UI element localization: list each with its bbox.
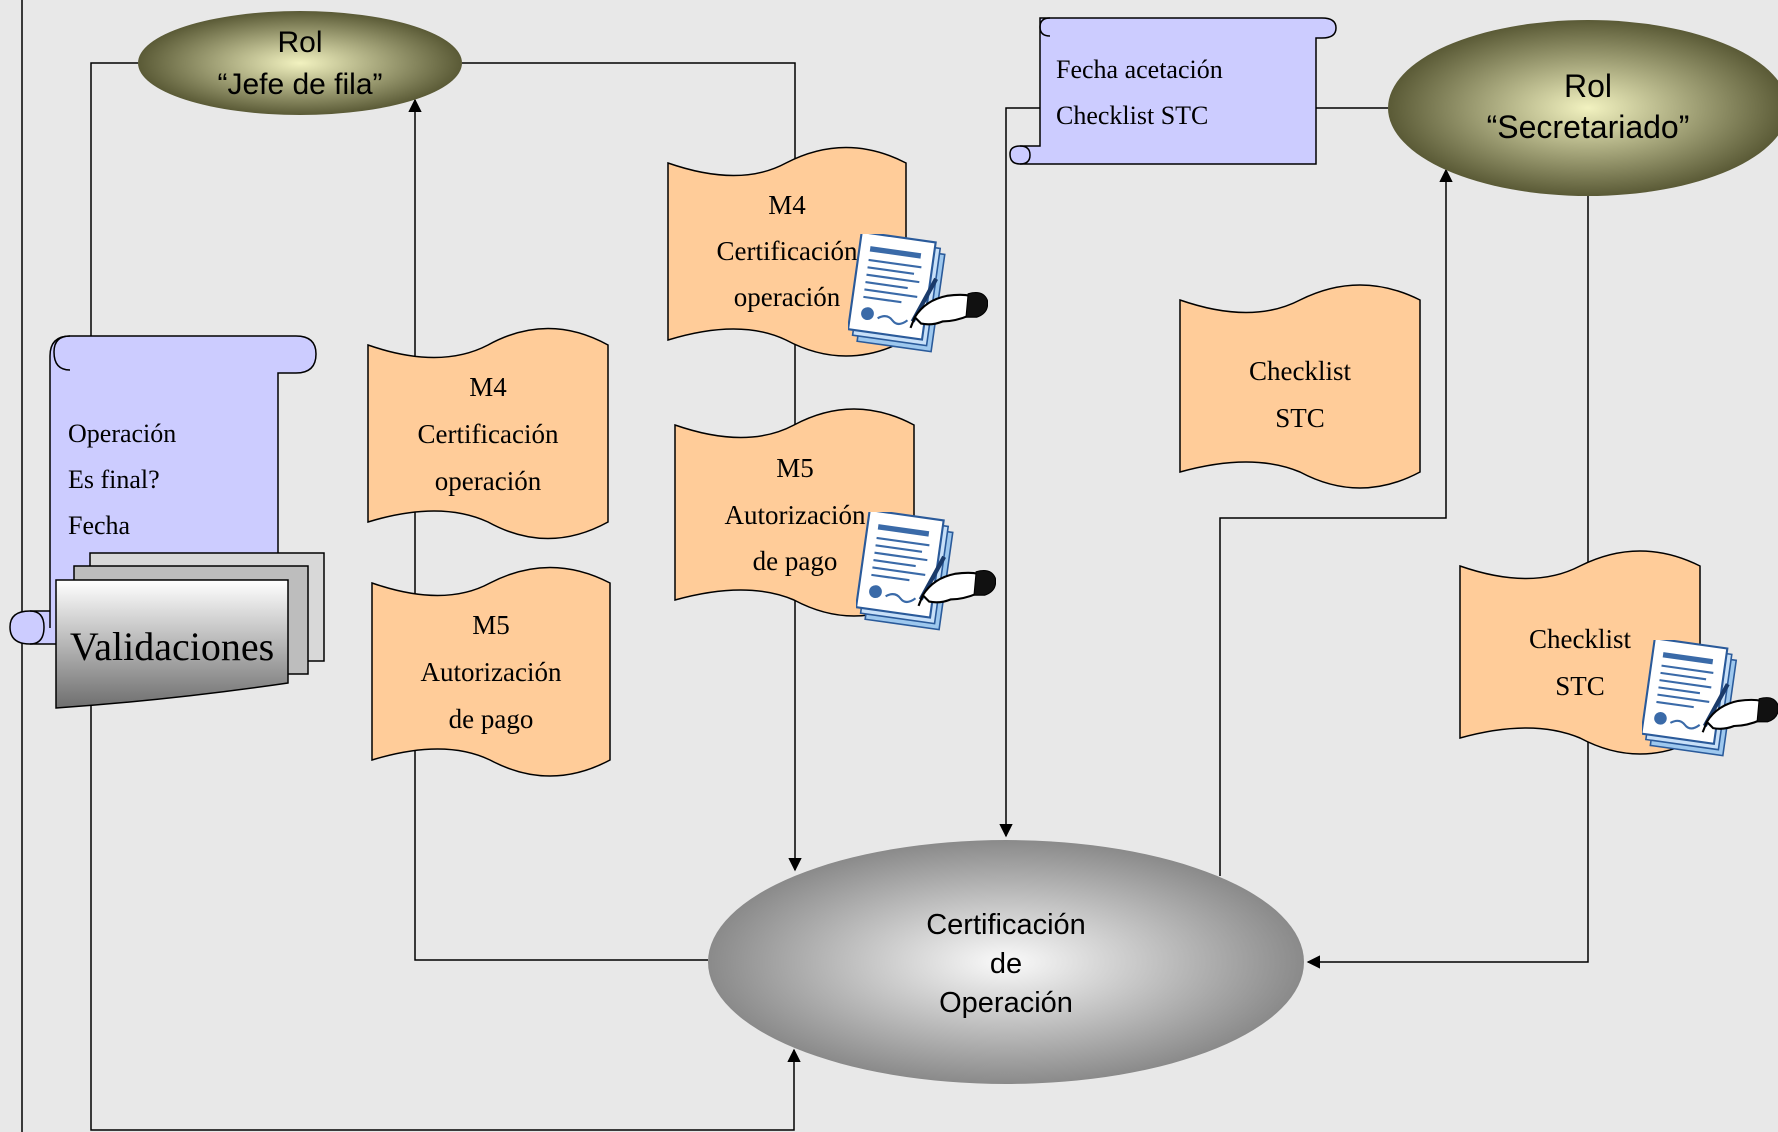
document-checklist-signed-line1: Checklist bbox=[1529, 624, 1631, 654]
certificacion-de-operacion: Certificación de Operación bbox=[708, 840, 1304, 1084]
document-m5-left: M5 Autorización de pago bbox=[371, 566, 611, 777]
document-m4-signed: M4 Certificación operación bbox=[667, 146, 988, 357]
document-m5-left-line1: M5 bbox=[472, 610, 510, 640]
document-m5-left-line2: Autorización bbox=[421, 657, 562, 687]
scroll-operacion-line1: Operación bbox=[68, 419, 176, 448]
validaciones-label: Validaciones bbox=[70, 624, 274, 669]
scroll-fecha-line1: Fecha acetación bbox=[1056, 55, 1223, 84]
document-m5-left-line3: de pago bbox=[449, 704, 534, 734]
document-m5-signed-line1: M5 bbox=[776, 453, 814, 483]
document-m4-signed-line1: M4 bbox=[768, 190, 806, 220]
connector-jefe-to-certificacion bbox=[90, 62, 801, 1131]
document-m4-left: M4 Certificación operación bbox=[367, 327, 609, 540]
scroll-operacion-line3: Fecha bbox=[68, 511, 131, 540]
document-checklist-signed-line2: STC bbox=[1555, 671, 1605, 701]
document-m4-left-line2: Certificación bbox=[418, 419, 559, 449]
connector-scroll-to-certificacion bbox=[999, 107, 1040, 838]
center-line2: de bbox=[990, 948, 1022, 980]
document-checklist-line2: STC bbox=[1275, 403, 1325, 433]
role-secretariado-line1: Rol bbox=[1564, 68, 1612, 104]
document-m4-left-line1: M4 bbox=[469, 372, 507, 402]
connector-secretariado-to-certificacion bbox=[1306, 195, 1589, 969]
document-checklist-line1: Checklist bbox=[1249, 356, 1351, 386]
role-jefe-line2: “Jefe de fila” bbox=[217, 68, 382, 101]
role-secretariado: Rol “Secretariado” bbox=[1388, 20, 1778, 196]
scroll-operacion-line2: Es final? bbox=[68, 465, 160, 494]
center-line1: Certificación bbox=[926, 909, 1086, 941]
document-m5-signed-line2: Autorización bbox=[725, 500, 866, 530]
scroll-fecha-line2: Checklist STC bbox=[1056, 101, 1208, 130]
role-jefe-de-fila: Rol “Jefe de fila” bbox=[138, 11, 462, 115]
role-jefe-line1: Rol bbox=[277, 26, 322, 59]
validaciones-stack: Validaciones bbox=[55, 552, 325, 709]
center-line3: Operación bbox=[939, 987, 1073, 1019]
document-m4-signed-line2: Certificación bbox=[717, 236, 858, 266]
document-m5-signed-line3: de pago bbox=[753, 546, 838, 576]
document-m4-left-line3: operación bbox=[435, 466, 542, 496]
document-m4-signed-line3: operación bbox=[734, 282, 841, 312]
document-checklist: Checklist STC bbox=[1179, 284, 1421, 489]
scroll-fecha-checklist: Fecha acetación Checklist STC bbox=[1009, 17, 1337, 165]
connectors bbox=[90, 62, 1589, 1131]
document-m5-signed: M5 Autorización de pago bbox=[674, 408, 996, 630]
connector-certificacion-to-secretariado bbox=[1219, 168, 1453, 876]
document-checklist-signed: Checklist STC bbox=[1459, 550, 1778, 756]
role-secretariado-line2: “Secretariado” bbox=[1487, 109, 1690, 145]
